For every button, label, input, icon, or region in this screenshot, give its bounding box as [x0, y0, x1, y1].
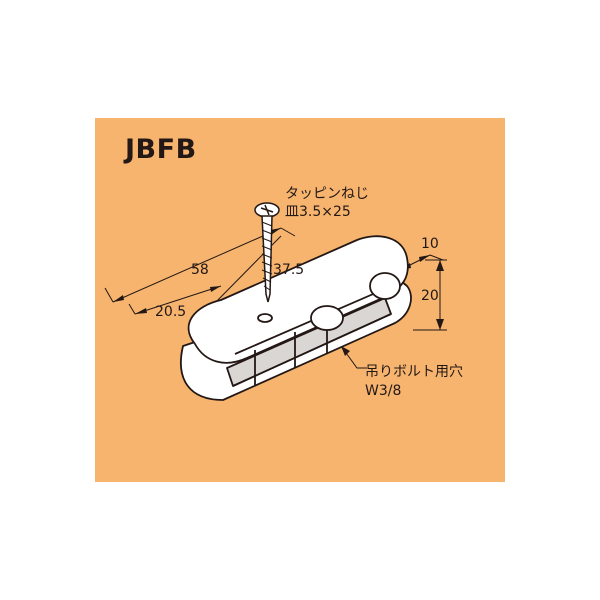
bolt-hole-end [369, 272, 401, 300]
dim-20-5-label: 20.5 [155, 304, 186, 320]
tapping-screw [254, 202, 280, 303]
dim-20-label: 20 [421, 288, 439, 304]
screw-spec-label: 皿3.5×25 [285, 204, 351, 220]
arrow-58-right [270, 228, 281, 235]
dim-58-line [112, 227, 282, 303]
dim-58-ext-right [280, 227, 296, 237]
dim-37-5-label: 37.5 [273, 262, 304, 278]
arrow-10-right [419, 255, 430, 262]
dim-20-5-line [134, 285, 222, 315]
screw-hole [257, 313, 273, 323]
drawing-panel: JBFB [95, 118, 505, 482]
clamp-body [180, 235, 412, 401]
part-diagram: タッピンねじ 皿3.5×25 58 37.5 20.5 10 20 吊りボルト用… [104, 186, 463, 401]
clamp-edge-2 [232, 313, 392, 387]
arrow-20-top [436, 260, 444, 271]
arrow-20-5-left [135, 308, 147, 314]
bolt-hole-size-label: W3/8 [365, 383, 401, 399]
dim-58-label: 58 [191, 262, 209, 278]
arrow-58-left [113, 295, 124, 302]
arrow-20-5-right [210, 286, 221, 292]
screw-thread [261, 221, 273, 291]
bolt-hole-center [310, 305, 344, 331]
arrow-20-bottom [436, 319, 444, 330]
bolt-hole-name-label: 吊りボルト用穴 [365, 364, 463, 380]
dimension-lines [104, 227, 447, 369]
screw-cross-slot [260, 204, 274, 216]
dim-10-ext-right [429, 254, 444, 261]
screw-name-label: タッピンねじ [285, 186, 369, 202]
dim-58-ext-left [104, 287, 114, 303]
screw-shank [261, 215, 273, 303]
product-code-title: JBFB [125, 134, 197, 165]
dim-20-5-ext [128, 303, 136, 315]
arrow-bolt-hole [341, 346, 350, 356]
clamp-top-face [187, 235, 409, 364]
dim-10-label: 10 [421, 236, 439, 252]
